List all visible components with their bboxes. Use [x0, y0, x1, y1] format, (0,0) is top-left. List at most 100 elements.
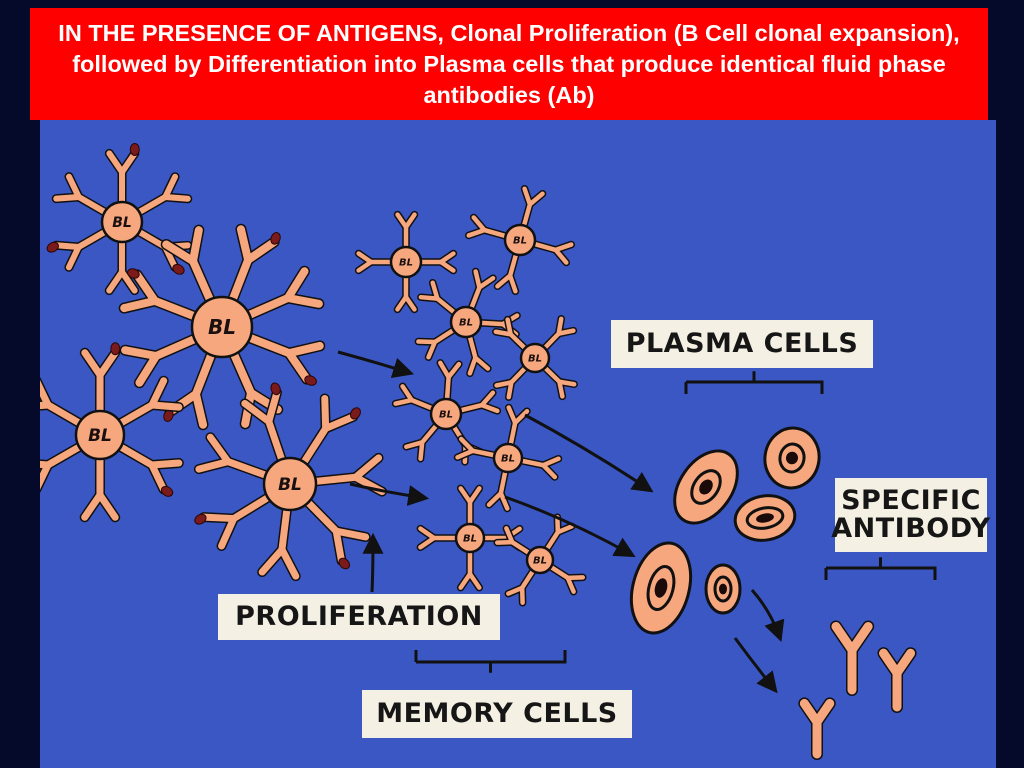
- arrow-group: [337, 350, 785, 694]
- bracket: [414, 650, 567, 673]
- antigen-blob: [270, 382, 281, 396]
- antigen-blob: [127, 268, 140, 279]
- free-antibody: [798, 697, 836, 760]
- receptor: [456, 546, 484, 592]
- proliferation-label: PROLIFERATION: [218, 594, 500, 640]
- receptor: [119, 332, 202, 389]
- antigen-blob: [160, 485, 174, 497]
- receptor: [40, 377, 86, 429]
- receptor: [464, 213, 512, 241]
- plasma-cells-text: PLASMA CELLS: [625, 327, 859, 359]
- arrow: [733, 637, 778, 694]
- receptor: [163, 347, 218, 431]
- receptor: [193, 432, 273, 481]
- cell-body: [519, 342, 551, 374]
- bracket: [684, 371, 824, 394]
- memory-cells-label: MEMORY CELLS: [362, 690, 632, 738]
- receptor: [242, 331, 326, 386]
- arrow: [349, 482, 430, 506]
- receptor: [118, 268, 202, 323]
- receptor: [308, 452, 388, 497]
- b-lymphocyte: BL: [46, 142, 193, 296]
- receptor: [227, 347, 284, 430]
- cell-body: [74, 409, 126, 461]
- receptor: [79, 452, 121, 523]
- receptor: [539, 362, 578, 401]
- plasma-cell-nucleus: [778, 442, 806, 474]
- arrow: [337, 350, 415, 378]
- receptor: [391, 382, 438, 413]
- receptor: [493, 524, 535, 558]
- cell-label: BL: [501, 454, 515, 465]
- plasma-cell-nucleus: [713, 575, 733, 603]
- cell-body: [429, 397, 463, 431]
- receptor: [485, 466, 512, 513]
- b-lymphocyte: BL: [414, 267, 521, 378]
- b-lymphocyte: BL: [493, 513, 587, 607]
- cell-body: [454, 522, 486, 554]
- b-lymphocyte: BL: [118, 223, 326, 431]
- specific-antibody-label: SPECIFIC ANTIBODY: [831, 478, 990, 552]
- cell-label: BL: [459, 318, 473, 329]
- cell-body: [100, 200, 144, 244]
- cell-label: BL: [278, 475, 302, 495]
- slide-title: IN THE PRESENCE OF ANTIGENS, Clonal Prol…: [58, 19, 960, 108]
- receptor: [354, 249, 397, 275]
- receptor: [79, 342, 121, 418]
- specific-antibody-text-line1: SPECIFIC: [841, 484, 981, 516]
- b-lymphocyte: BL: [391, 359, 502, 466]
- receptor: [414, 325, 459, 361]
- receptor: [465, 330, 492, 378]
- receptor: [114, 441, 184, 497]
- receptor: [416, 524, 462, 552]
- plasma-cell: [763, 426, 821, 490]
- b-lymphocyte: BL: [492, 315, 578, 401]
- receptor: [160, 224, 217, 307]
- plasma-cell-group: [629, 426, 821, 635]
- receptor: [436, 359, 463, 405]
- receptor: [194, 491, 275, 551]
- receptor: [466, 267, 497, 314]
- bracket-group: [414, 371, 937, 673]
- receptor: [504, 403, 531, 450]
- cell-body: [262, 456, 318, 512]
- arrow: [362, 532, 384, 593]
- plasma-cell: [704, 563, 742, 615]
- receptor: [519, 184, 547, 232]
- cell-body: [389, 245, 423, 279]
- cell-body: [525, 545, 555, 575]
- cell-label: BL: [513, 236, 527, 247]
- antigen-blob: [46, 241, 59, 253]
- receptor: [301, 496, 371, 570]
- b-lymphocyte: BL: [464, 184, 576, 296]
- receptor: [114, 375, 184, 430]
- specific-antibody-text-line2: ANTIBODY: [831, 513, 991, 544]
- antigen-blob: [129, 142, 140, 156]
- antigen-blob: [304, 375, 317, 386]
- receptor: [493, 248, 521, 296]
- receptor: [51, 172, 111, 218]
- b-lymphocyte: BL: [354, 210, 458, 314]
- plasma-cell-chromatin: [756, 513, 774, 523]
- antigen-blob: [270, 232, 281, 245]
- cell-label: BL: [399, 258, 413, 269]
- receptor: [539, 315, 578, 354]
- plasma-cell: [629, 541, 693, 635]
- receptor: [417, 279, 460, 318]
- antigen-blob: [110, 342, 121, 356]
- plasma-cell-chromatin: [699, 479, 713, 495]
- arrow: [524, 413, 654, 493]
- cell-body: [492, 442, 524, 474]
- receptor: [239, 382, 288, 467]
- receptor: [40, 440, 86, 493]
- antigen-blob: [194, 513, 207, 525]
- antigen-blob: [172, 263, 185, 275]
- receptor: [528, 239, 576, 267]
- receptor: [504, 565, 538, 607]
- receptor: [393, 271, 419, 314]
- arrow: [750, 588, 785, 642]
- free-antibody: [877, 647, 917, 713]
